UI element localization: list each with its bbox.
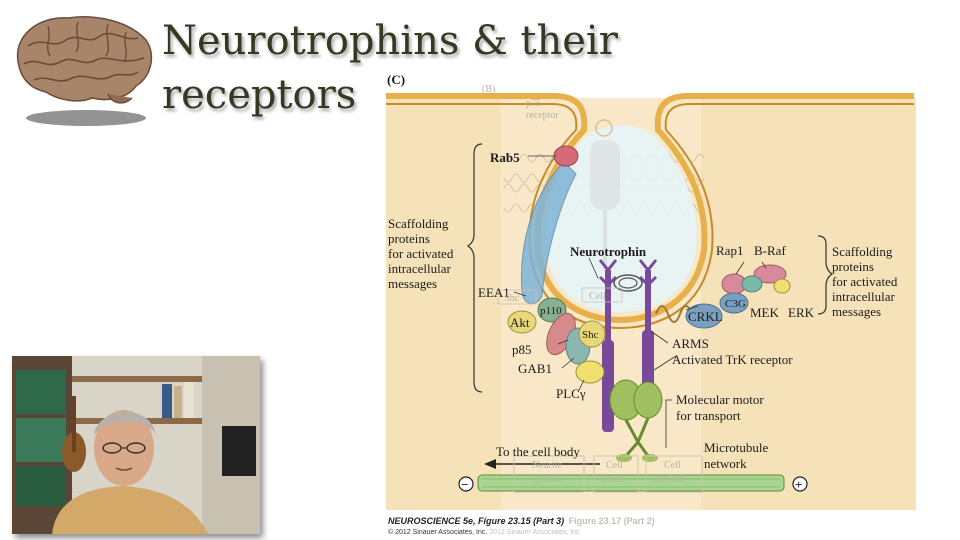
rab5-protein <box>553 145 579 167</box>
plus-end-symbol: + <box>795 477 802 492</box>
microtubule-label-line1: Microtubule <box>704 440 768 455</box>
ghost-receptor-label: receptor <box>526 110 559 121</box>
crkl-label: CRKL <box>688 309 723 324</box>
motor-label-line2: for transport <box>676 408 741 423</box>
ghost-shc-label: Shc <box>504 293 520 304</box>
ghost-neurite-box <box>513 455 585 493</box>
ghost-death-cell-label: Cell <box>606 460 623 471</box>
slide-title: Neurotrophins & their receptors <box>162 18 618 118</box>
to-cell-body-arrow <box>484 459 600 469</box>
plasma-membrane <box>386 93 914 324</box>
caption-book: NEUROSCIENCE 5e <box>388 516 474 526</box>
plcg-protein <box>575 360 605 384</box>
ghost-death-label: death <box>602 474 624 485</box>
ghost-death-box <box>593 455 639 493</box>
gab1-label: GAB1 <box>518 361 552 376</box>
erk-protein <box>773 278 791 294</box>
neurotrophin-signaling-figure: (C) (B) p75 receptor Scaffolding protein… <box>386 70 926 540</box>
microtubule <box>477 474 785 492</box>
ghost-cell-box <box>581 287 623 303</box>
ghost-survival-box <box>645 455 703 493</box>
shc-protein <box>578 320 606 348</box>
endosome-lumen <box>545 125 697 312</box>
to-cell-body-label: To the cell body <box>496 444 580 459</box>
trk-receptor-left <box>598 259 618 432</box>
crkl-protein <box>685 303 723 329</box>
figure-copyright: © 2012 Sinauer Associates, Inc. 2012 Sin… <box>388 529 582 536</box>
ghost-cell-label: Cell <box>589 291 606 302</box>
caption-ghost-figure: Figure 23.17 (Part 2) <box>568 516 655 526</box>
motor-label-line1: Molecular motor <box>676 392 764 407</box>
activated-trk-label: Activated TrK receptor <box>672 352 793 367</box>
brain-logo <box>8 6 158 126</box>
arms-protein <box>655 305 693 323</box>
ghost-shc-box <box>497 289 537 305</box>
raf-complex-teal <box>741 275 763 293</box>
p85-label: p85 <box>512 342 532 357</box>
braf-protein <box>753 264 787 284</box>
ghost-survival-cell-label: Cell <box>664 460 681 471</box>
ghost-neurite-label: Neurite <box>532 460 563 471</box>
akt-label: Akt <box>510 315 530 330</box>
rap1-label: Rap1 <box>716 243 743 258</box>
figure-caption: NEUROSCIENCE 5e, Figure 23.15 (Part 3) F… <box>388 516 655 526</box>
microtubule-label-line2: network <box>704 456 747 471</box>
shc-label: Shc <box>582 329 599 341</box>
panel-label: (C) <box>387 72 405 87</box>
minus-end-symbol: − <box>461 477 468 492</box>
copyright-ghost-text: 2012 Sinauer Associates, Inc. <box>489 529 582 536</box>
neurotrophin-label: Neurotrophin <box>570 244 647 259</box>
right-bracket <box>817 235 834 315</box>
c3g-label: C3G <box>725 298 746 310</box>
right-bracket-text: Scaffolding proteins for activated intra… <box>832 244 901 319</box>
ghost-survival-label: survival <box>652 474 684 485</box>
plcg-label: PLCγ <box>556 386 586 401</box>
copyright-text: © 2012 Sinauer Associates, Inc. <box>388 529 488 536</box>
ghost-p75-label: p75 <box>526 98 541 109</box>
ghost-p75-receptor <box>590 140 620 210</box>
caption-figure: Figure 23.15 (Part 3) <box>478 516 565 526</box>
p110-label: p110 <box>540 305 562 317</box>
akt-protein <box>507 310 537 334</box>
molecular-motor <box>609 379 663 462</box>
ghost-growth-label: growth <box>534 474 562 485</box>
minus-end-circle <box>458 476 474 492</box>
p110-protein <box>537 297 567 323</box>
rab5-label: Rab5 <box>490 150 520 165</box>
arms-label: ARMS <box>672 336 709 351</box>
eea1-label: EEA1 <box>478 285 510 300</box>
ghost-panel-label: (B) <box>482 84 495 95</box>
plus-end-circle <box>792 476 808 492</box>
c3g-protein <box>719 292 749 314</box>
neurotrophin-dimer <box>613 274 643 292</box>
mek-label: MEK <box>750 305 780 320</box>
erk-label: ERK <box>788 305 815 320</box>
presenter-webcam-video <box>12 356 260 534</box>
left-bracket <box>466 143 483 393</box>
left-bracket-text: Scaffolding proteins for activated intra… <box>388 216 457 291</box>
braf-label: B-Raf <box>754 243 786 258</box>
